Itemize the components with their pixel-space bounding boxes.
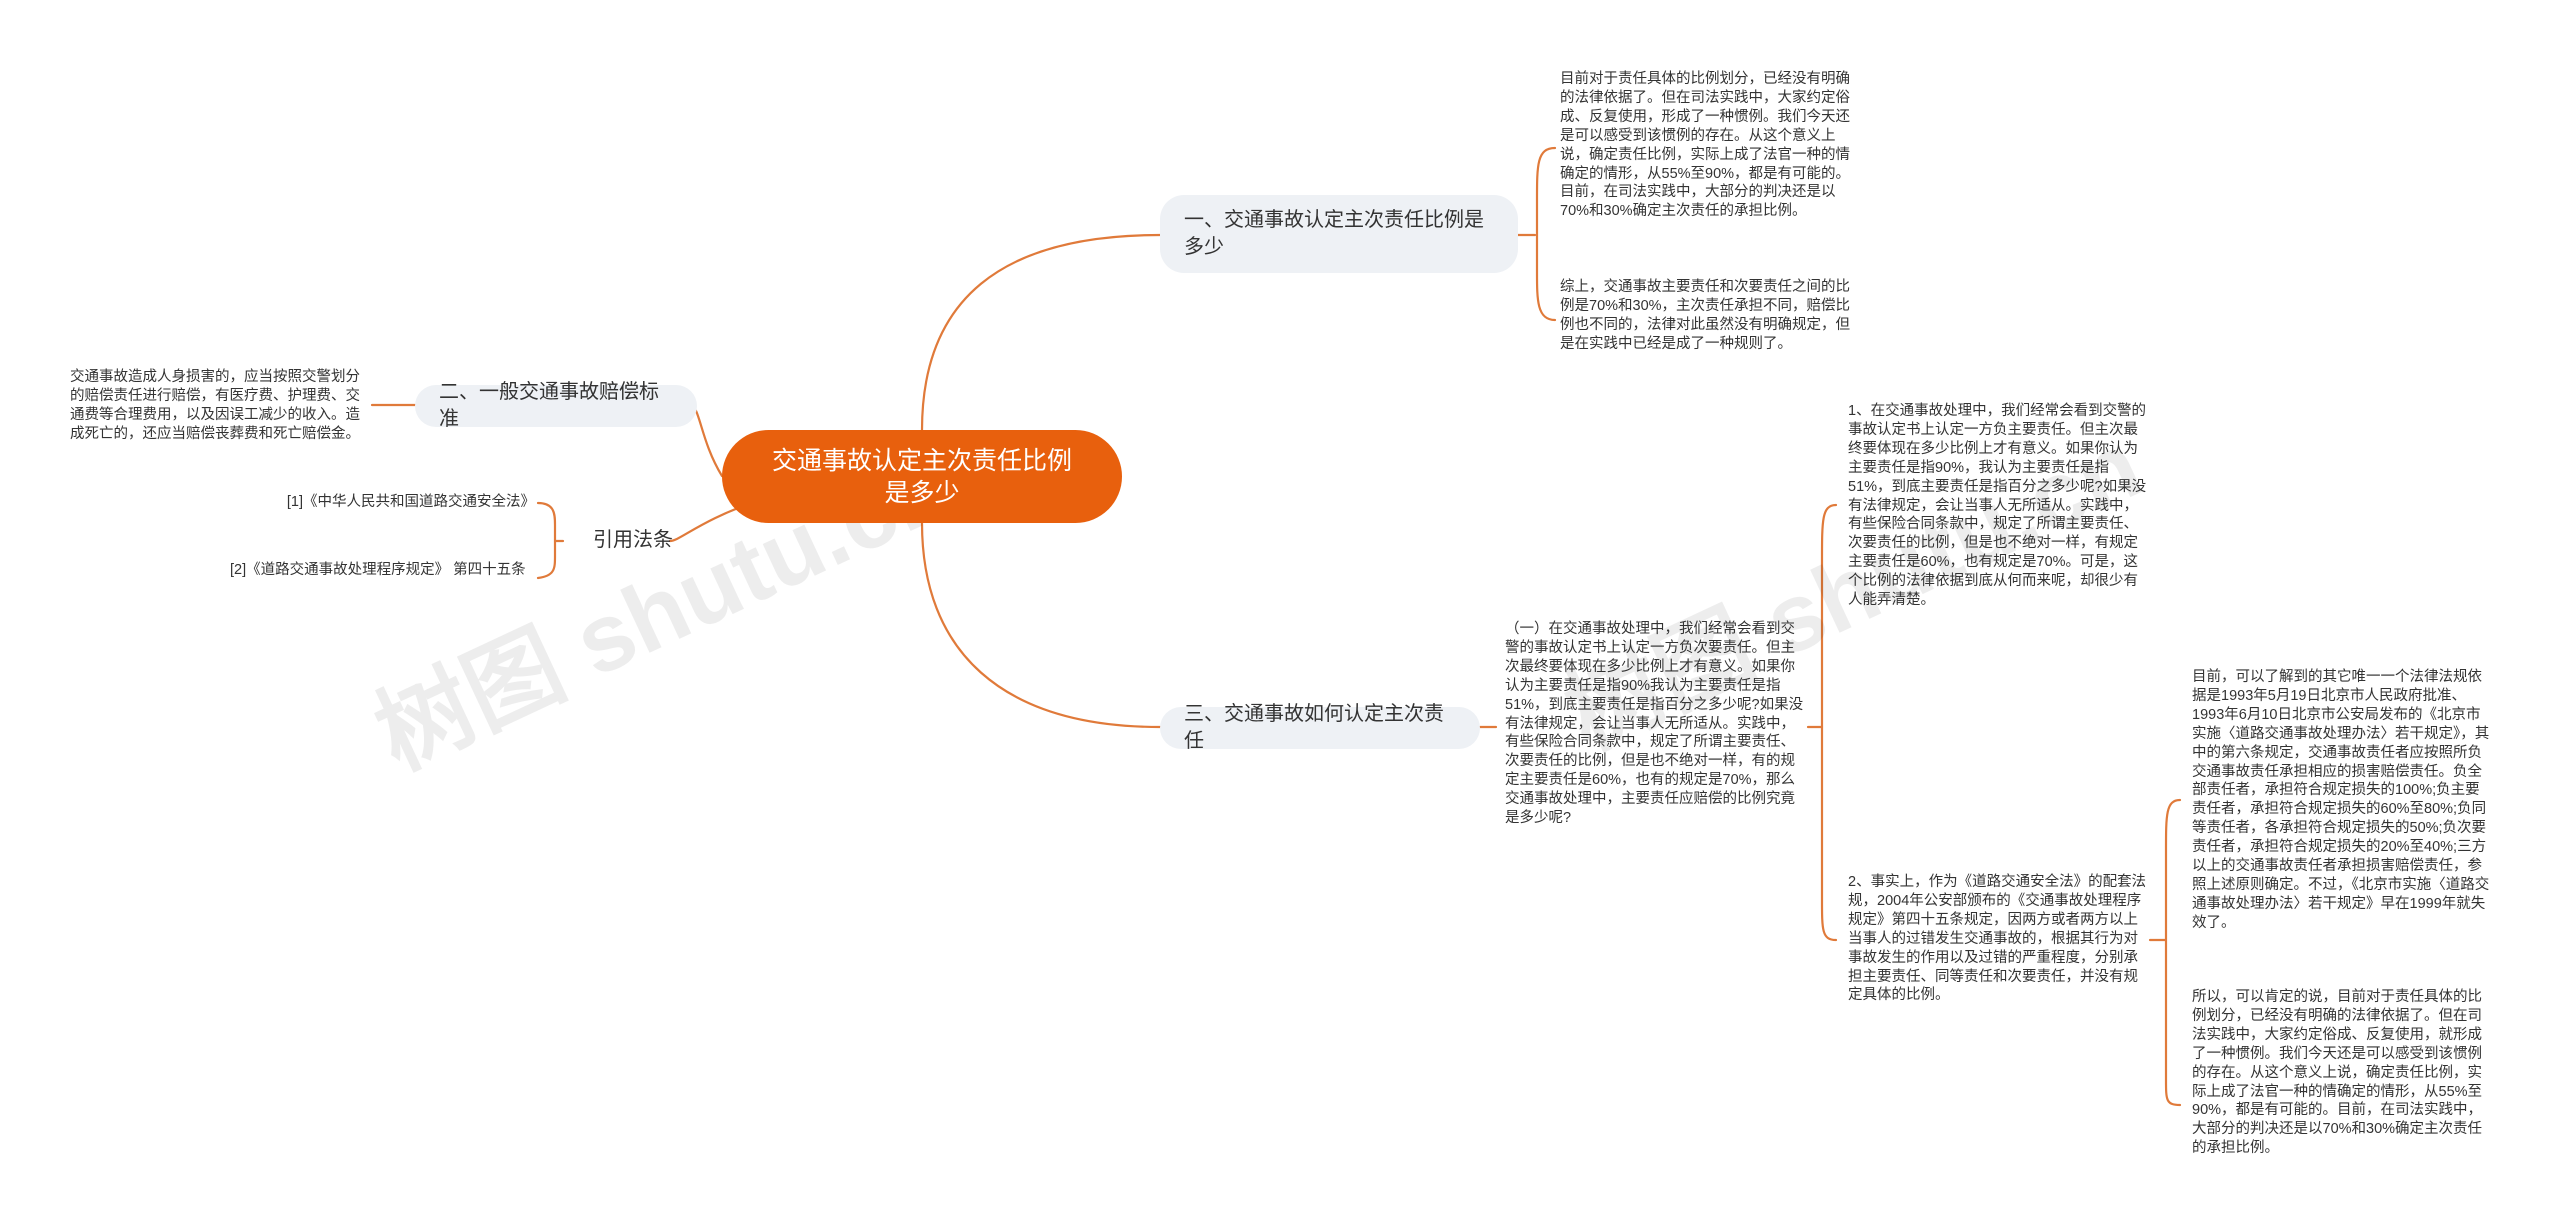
root-title: 交通事故认定主次责任比例是多少 (772, 446, 1073, 507)
branch-title: 三、交通事故如何认定主次责任 (1184, 703, 1444, 752)
bracket-b1 (1535, 146, 1557, 322)
bracket-b3 (536, 501, 557, 580)
branch-title: 一、交通事故认定主次责任比例是多少 (1184, 209, 1484, 258)
leaf-text: 1、在交通事故处理中，我们经常会看到交警的事故认定书上认定一方负主要责任。但主次… (1848, 403, 2147, 609)
branch-topic-2[interactable]: 二、一般交通事故赔偿标准 (415, 381, 697, 430)
bracket-sub2 (2164, 798, 2182, 1107)
reference-item[interactable]: [1]《中华人民共和国道路交通安全法》 (286, 494, 535, 510)
leaf-text: 目前，可以了解到的其它唯一一个法律法规依据是1993年5月19日北京市人民政府批… (2192, 669, 2490, 931)
bracket-b4 (1820, 503, 1838, 942)
branch-topic-3[interactable]: 引用法条 (563, 527, 683, 554)
leaf-text: （一）在交通事故处理中，我们经常会看到交警的事故认定书上认定一方负次要责任。但主… (1505, 621, 1804, 827)
leaf-text: 2、事实上，作为《道路交通安全法》的配套法规，2004年公安部颁布的《交通事故处… (1848, 874, 2147, 1004)
branch-topic-4[interactable]: 三、交通事故如何认定主次责任 (1160, 703, 1480, 752)
branch-title: 二、一般交通事故赔偿标准 (439, 381, 659, 430)
connector-root-b4 (920, 521, 1162, 729)
leaf-text: 所以，可以肯定的说，目前对于责任具体的比例划分，已经没有明确的法律依据了。但在司… (2192, 989, 2483, 1157)
root-topic[interactable]: 交通事故认定主次责任比例是多少 (722, 430, 1122, 523)
leaf-text: 目前对于责任具体的比例划分，已经没有明确的法律依据了。但在司法实践中，大家约定俗… (1560, 71, 1851, 220)
leaf-text: 综上，交通事故主要责任和次要责任之间的比例是70%和30%，主次责任承担不同，赔… (1560, 279, 1851, 352)
connector-root-b2 (688, 403, 724, 478)
branch-topic-1[interactable]: 一、交通事故认定主次责任比例是多少 (1160, 195, 1518, 273)
connector-root-b1 (920, 233, 1162, 432)
reference-item[interactable]: [2]《道路交通事故处理程序规定》 第四十五条 (230, 562, 526, 578)
branch-title: 引用法条 (593, 529, 673, 551)
leaf-text: 交通事故造成人身损害的，应当按照交警划分的赔偿责任进行赔偿，有医疗费、护理费、交… (70, 369, 360, 442)
